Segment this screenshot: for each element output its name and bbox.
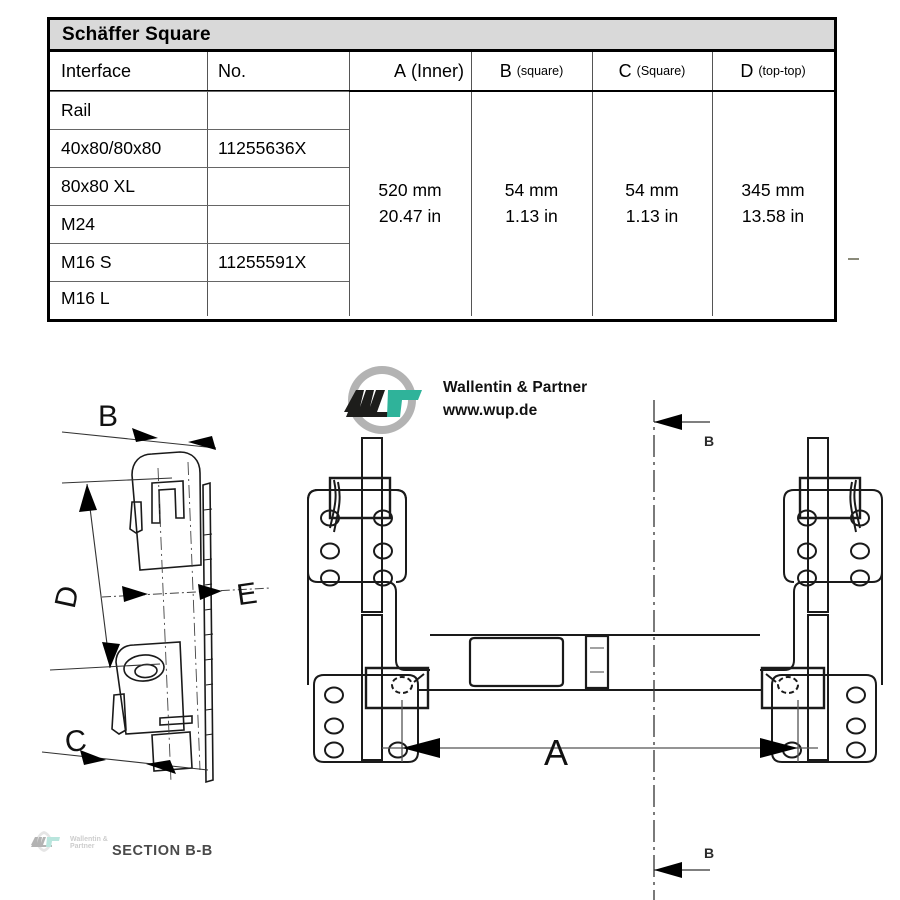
- measurement-b: 54 mm 1.13 in: [471, 91, 592, 316]
- cell-interface: M16 L: [61, 288, 110, 308]
- section-label-c: C: [63, 723, 89, 760]
- company-name: Wallentin & Partner: [443, 379, 588, 396]
- cell-interface: 40x80/80x80: [61, 137, 162, 158]
- column-header-c: C (Square): [592, 52, 712, 90]
- column-header-a-sub: (Inner): [410, 60, 464, 81]
- cell-interface: 80x80 XL: [61, 175, 135, 196]
- column-header-c-sub: (Square): [636, 64, 686, 78]
- column-header-d-sub: (top-top): [758, 64, 806, 78]
- technical-drawing: B D E C: [0, 340, 900, 900]
- dimension-label-a: A: [544, 732, 569, 773]
- column-header-b-sub: (square): [516, 64, 564, 78]
- table-grid: Interface No. A (Inner) B (square) C (Sq…: [50, 52, 834, 316]
- cell-no-1: 11255636X: [207, 129, 349, 167]
- column-header-interface-label: Interface: [61, 60, 132, 81]
- row-divider-4: [50, 243, 349, 244]
- company-logo: Wallentin & Partner www.wup.de: [330, 360, 600, 440]
- table-row: M24: [50, 205, 207, 243]
- row-divider-1: [50, 129, 349, 130]
- section-caption: SECTION B-B: [112, 843, 213, 859]
- cell-no-5: [207, 281, 349, 316]
- cell-no-2: [207, 167, 349, 205]
- column-divider-1: [207, 52, 208, 316]
- cell-interface: M24: [61, 213, 96, 234]
- cell-no: 11255591X: [218, 251, 307, 272]
- company-website: www.wup.de: [443, 402, 538, 419]
- stray-tick-mark: [848, 258, 859, 260]
- column-header-no-label: No.: [218, 60, 247, 81]
- cell-no-0: [207, 91, 349, 129]
- measurement-b-mm: 54 mm: [504, 180, 559, 201]
- column-divider-4: [592, 52, 593, 316]
- main-plan-view: [307, 400, 883, 900]
- column-header-b-letter: B: [499, 60, 512, 81]
- header-row-divider: [50, 90, 834, 92]
- column-header-c-letter: C: [618, 60, 632, 81]
- cell-interface: M16 S: [61, 251, 112, 272]
- column-header-a: A (Inner): [349, 52, 471, 90]
- wup-logo-mark: [344, 366, 422, 434]
- cell-interface: Rail: [61, 99, 92, 120]
- table-title-band: Schäffer Square: [50, 20, 834, 52]
- measurement-a-mm: 520 mm: [378, 180, 442, 201]
- column-header-b: B (square): [471, 52, 592, 90]
- watermark-logo-mark: [31, 831, 60, 852]
- measurement-c-in: 1.13 in: [625, 205, 679, 226]
- table-row: M16 S: [50, 243, 207, 281]
- column-divider-5: [712, 52, 713, 316]
- section-label-b: B: [98, 400, 119, 433]
- section-marker-top: B: [704, 433, 715, 449]
- table-row: 40x80/80x80: [50, 129, 207, 167]
- measurement-d-mm: 345 mm: [741, 180, 805, 201]
- section-marker-bottom: B: [704, 845, 715, 861]
- cell-no-3: [207, 205, 349, 243]
- column-header-a-letter: A: [393, 60, 406, 81]
- page-title: Schäffer Square: [62, 23, 211, 45]
- measurement-a-in: 20.47 in: [378, 205, 442, 226]
- column-header-no: No.: [207, 52, 349, 90]
- table-row: Rail: [50, 91, 207, 129]
- column-divider-2: [349, 52, 350, 316]
- column-header-d-letter: D: [740, 60, 754, 81]
- watermark-company-name: Wallentin & Partner: [70, 836, 108, 850]
- table-row: 80x80 XL: [50, 167, 207, 205]
- measurement-b-in: 1.13 in: [505, 205, 558, 226]
- cell-no-4: 11255591X: [207, 243, 349, 281]
- row-divider-3: [50, 205, 349, 206]
- row-divider-2: [50, 167, 349, 168]
- row-divider-top: [50, 91, 349, 92]
- cell-no: 11255636X: [218, 137, 307, 158]
- spec-table: Schäffer Square Interface No.: [47, 17, 837, 322]
- row-divider-5: [50, 281, 349, 282]
- column-header-d: D (top-top): [712, 52, 834, 90]
- column-divider-3: [471, 52, 472, 316]
- measurement-a: 520 mm 20.47 in: [349, 91, 471, 316]
- measurement-c: 54 mm 1.13 in: [592, 91, 712, 316]
- measurement-d: 345 mm 13.58 in: [712, 91, 834, 316]
- measurement-d-in: 13.58 in: [741, 205, 805, 226]
- watermark-logo: Wallentin & Partner: [26, 828, 126, 854]
- measurement-c-mm: 54 mm: [625, 180, 679, 201]
- table-row: M16 L: [50, 281, 207, 316]
- column-header-interface: Interface: [50, 52, 207, 90]
- logo-text-block: Wallentin & Partner www.wup.de: [443, 379, 587, 420]
- section-bb-view: [41, 428, 271, 784]
